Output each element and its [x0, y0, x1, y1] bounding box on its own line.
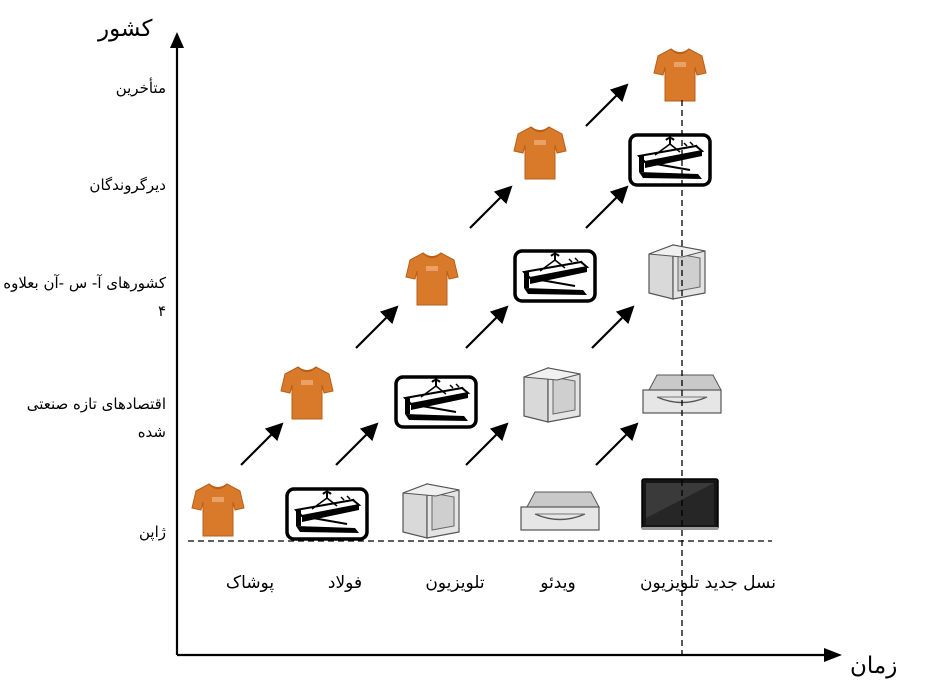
industry-label-video: ویدئو [540, 573, 576, 593]
industry-label-tv: تلویزیون [425, 573, 485, 593]
industry-label-clothing: پوشاک [225, 573, 275, 593]
shirt-icon [280, 366, 334, 420]
shirt-icon [405, 252, 459, 306]
crt-tv-icon [523, 367, 581, 423]
diagonal-arrow-icon [585, 83, 629, 127]
diagonal-arrow-icon [469, 185, 513, 229]
flat-tv-icon [641, 478, 719, 530]
country-label-laggards: متأخرین [115, 79, 166, 97]
steel-beam-icon [285, 487, 369, 541]
y-axis-title: کشور [98, 16, 153, 42]
diagonal-arrow-icon [355, 305, 399, 349]
x-axis-title: زمان [850, 653, 898, 679]
diagonal-arrow-icon [335, 422, 379, 466]
x-axis-arrowhead [824, 648, 842, 662]
country-label-japan: ژاپن [138, 523, 166, 541]
diagonal-arrow-icon [465, 422, 509, 466]
y-axis-arrowhead [170, 32, 184, 48]
diagonal-arrow-icon [240, 422, 284, 466]
diagonal-arrow-icon [595, 422, 639, 466]
crt-tv-icon [648, 244, 706, 300]
steel-beam-icon [394, 375, 478, 429]
diagonal-arrow-icon [465, 305, 509, 349]
diagonal-arrow-icon [585, 185, 629, 229]
crt-tv-icon [402, 483, 460, 539]
country-label-latecomers: دیرگروندگان [89, 176, 166, 194]
steel-beam-icon [513, 249, 597, 303]
shirt-icon [191, 483, 245, 537]
industry-label-steel: فولاد [327, 573, 363, 593]
steel-beam-icon [628, 133, 712, 187]
shirt-icon [653, 48, 707, 102]
country-label-asean4: کشورهای آ- س -آن بعلاوه ۴ [3, 274, 166, 320]
shirt-icon [513, 126, 567, 180]
country-label-nies: اقتصادهای تازه صنعتی شده [26, 395, 166, 441]
industry-label-new-tv: نسل جدید تلویزیون [640, 573, 776, 593]
vcr-icon [520, 491, 600, 531]
diagonal-arrow-icon [591, 305, 635, 349]
